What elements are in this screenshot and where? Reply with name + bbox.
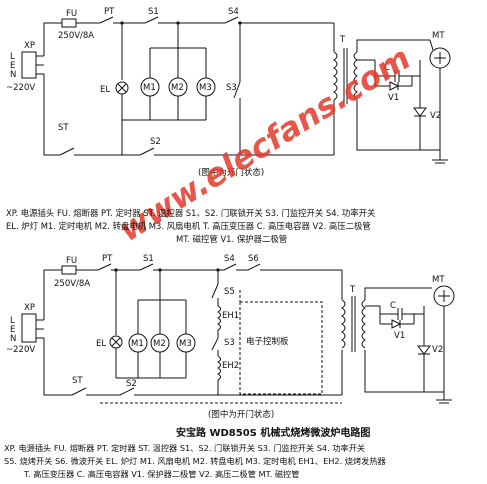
label-v1-1: V1 xyxy=(388,93,399,103)
label-fuse-rating-1: 250V/8A xyxy=(58,31,94,41)
transformer-t-2 xyxy=(341,299,346,349)
label-s6-2: S6 xyxy=(248,254,259,264)
switch-pt-2 xyxy=(97,263,112,271)
label-s4-2: S4 xyxy=(224,254,235,264)
label-s1-2: S1 xyxy=(143,254,154,264)
label-s5-2: S5 xyxy=(224,287,235,297)
switch-s1-1 xyxy=(144,16,159,24)
legend-1-line-2: EL. 炉灯 M1. 定时电机 M2. 转盘电机 M3. 风扇电机 T. 高压变… xyxy=(6,221,371,231)
switch-s3-1 xyxy=(233,81,241,99)
diode-v2-2 xyxy=(417,345,431,355)
label-el-2: EL xyxy=(96,339,106,349)
label-eh1-2: EH1 xyxy=(222,311,239,321)
plug-xp-2 xyxy=(21,313,37,343)
label-m3-1: M3 xyxy=(199,83,212,93)
label-v1-2: V1 xyxy=(394,331,405,341)
label-mains-2: ~220V xyxy=(6,345,35,355)
label-m2-1: M2 xyxy=(171,83,184,93)
label-m1-2: M1 xyxy=(131,339,144,349)
label-xp-1: XP xyxy=(24,41,35,51)
legend-2: XP. 电源插头 FU. 熔断器 PT. 定时器 ST. 温控器 S1、S2. … xyxy=(4,443,386,479)
label-mt-2: MT xyxy=(432,275,445,285)
label-l-1: L xyxy=(10,52,15,62)
label-fu-1: FU xyxy=(66,9,77,19)
label-v2-1: V2 xyxy=(430,111,441,121)
label-st-2: ST xyxy=(72,376,83,386)
label-st-1: ST xyxy=(58,123,69,133)
legend-2-line-3: T. 高压变压器 C. 高压电容器 V1. 保护器二极管 V2. 高压二极管 M… xyxy=(23,469,299,479)
label-fuse-rating-2: 250V/8A xyxy=(54,279,90,289)
label-m1-1: M1 xyxy=(143,83,156,93)
label-s3-2: S3 xyxy=(224,338,235,348)
label-n-2: N xyxy=(10,334,16,344)
label-t-2: T xyxy=(349,285,356,295)
diode-v1-2 xyxy=(391,319,402,329)
legend-1-line-1: XP. 电源插头 FU. 熔断器 PT. 定时器 ST. 温控器 S1、S2. … xyxy=(6,208,376,218)
switch-s1-2 xyxy=(139,263,154,271)
label-c-1: C xyxy=(384,63,390,73)
label-pt-1: PT xyxy=(104,7,115,17)
label-xp-2: XP xyxy=(24,303,35,313)
label-s1-1: S1 xyxy=(148,7,159,17)
label-e-1: E xyxy=(10,61,15,71)
label-board-2: 电子控制板 xyxy=(246,336,289,347)
label-mains-1: ~220V xyxy=(6,83,35,93)
label-e-2: E xyxy=(10,325,15,335)
label-m3-2: M3 xyxy=(179,339,192,349)
diode-v1-1 xyxy=(389,81,400,91)
transformer-t-1 xyxy=(333,51,338,101)
note-open-door-2: (图中为开门状态) xyxy=(208,409,274,420)
legend-2-line-1: XP. 电源插头 FU. 熔断器 PT. 定时器 ST. 温控器 S1、S2. … xyxy=(4,443,365,453)
legend-1: XP. 电源插头 FU. 熔断器 PT. 定时器 ST. 温控器 S1、S2. … xyxy=(6,208,376,244)
label-t-1: T xyxy=(339,35,346,45)
fuse-fu-2 xyxy=(61,265,77,275)
legend-1-line-3: MT. 磁控管 V1. 保护器二极管 xyxy=(176,234,287,244)
label-mt-1: MT xyxy=(432,31,445,41)
label-el-1: EL xyxy=(100,85,110,95)
switch-s4-1 xyxy=(224,16,239,24)
switch-s3-2 xyxy=(211,337,219,351)
label-v2-2: V2 xyxy=(432,345,443,355)
heater-eh2-2 xyxy=(217,355,221,381)
switch-st-1 xyxy=(59,147,75,156)
label-pt-2: PT xyxy=(102,254,113,264)
label-eh2-2: EH2 xyxy=(222,361,239,371)
label-n-1: N xyxy=(10,70,16,80)
switch-s4-2 xyxy=(223,263,237,271)
note-open-door-1: (图中为开门状态) xyxy=(198,167,264,178)
fuse-fu-1 xyxy=(61,18,77,28)
heater-eh1-2 xyxy=(217,305,221,331)
electronic-control-board xyxy=(239,301,323,395)
circuit-1: XP L E N ~220V FU 250V/8A PT S1 S4 EL xyxy=(6,7,451,178)
switch-s2-1 xyxy=(139,147,155,156)
label-m2-2: M2 xyxy=(153,339,166,349)
label-c-2: C xyxy=(390,301,396,311)
switch-st-2 xyxy=(71,387,87,396)
circuit-2: XP L E N ~220V FU 250V/8A PT S1 S4 S6 S5… xyxy=(6,254,455,420)
switch-s2-2 xyxy=(119,387,135,396)
label-s3-1: S3 xyxy=(226,83,237,93)
label-s2-1: S2 xyxy=(150,137,161,147)
plug-xp-1 xyxy=(21,51,37,79)
label-l-2: L xyxy=(10,316,15,326)
switch-s6-2 xyxy=(247,263,261,271)
switch-pt-1 xyxy=(99,16,114,24)
diode-v2-1 xyxy=(413,107,427,117)
label-s2-2: S2 xyxy=(126,379,137,389)
legend-2-line-2: S5. 烧烤开关 S6. 微波开关 EL. 炉灯 M1. 风扇电机 M2. 转盘… xyxy=(4,456,386,466)
switch-s5-2 xyxy=(211,283,219,299)
label-s4-1: S4 xyxy=(228,7,239,17)
diagram-title: 安宝路 WD850S 机械式烧烤微波炉电路图 xyxy=(176,426,370,439)
label-fu-2: FU xyxy=(66,256,77,266)
